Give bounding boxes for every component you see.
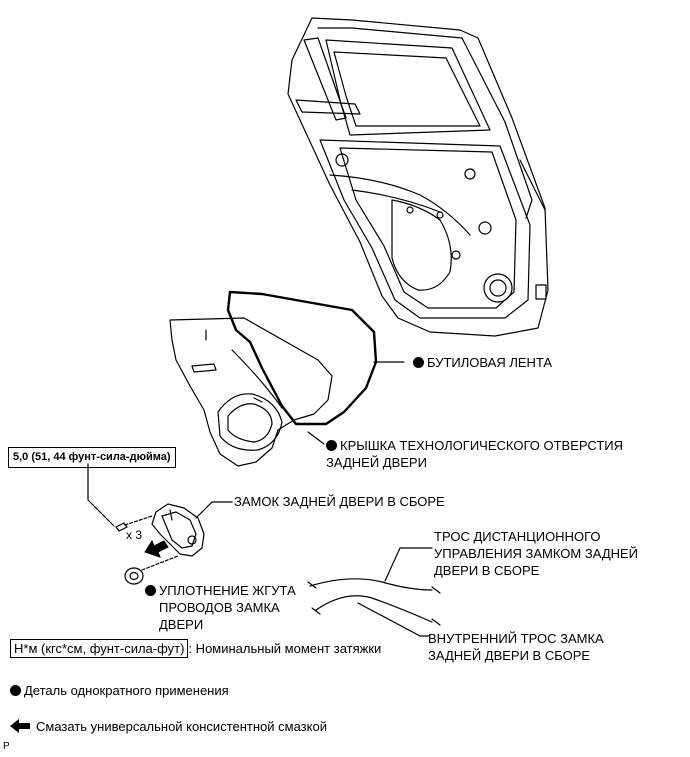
legend-grease-arrow-icon xyxy=(10,719,30,733)
door-lock-assembly xyxy=(151,503,205,557)
rear-door-panel xyxy=(287,17,549,337)
non-reusable-dot-icon xyxy=(326,440,337,451)
torque-spec-box: 5,0 (51, 44 фунт-сила-дюйма) xyxy=(8,447,176,468)
inside-lock-cable xyxy=(315,595,433,623)
screw-icon xyxy=(115,515,153,532)
legend-grease: Смазать универсальной консистентной смаз… xyxy=(36,719,327,734)
non-reusable-dot-icon xyxy=(145,585,156,596)
non-reusable-dot-icon xyxy=(413,357,424,368)
label-butyl-tape: БУТИЛОВАЯ ЛЕНТА xyxy=(413,354,552,371)
screw-count: x 3 xyxy=(126,528,143,542)
service-hole-cover xyxy=(169,317,333,467)
label-service-hole-cover: КРЫШКА ТЕХНОЛОГИЧЕСКОГО ОТВЕРСТИЯ ЗАДНЕЙ… xyxy=(326,438,624,470)
legend-torque-unit-box: Н*м (кгс*см, фунт-сила-фут) xyxy=(10,639,189,658)
remote-control-cable xyxy=(309,578,433,591)
label-inside-lock-cable: ВНУТРЕННИЙ ТРОС ЗАМКА ЗАДНЕЙ ДВЕРИ В СБО… xyxy=(428,631,604,663)
label-remote-control-cable: ТРОС ДИСТАНЦИОННОГО УПРАВЛЕНИЯ ЗАМКОМ ЗА… xyxy=(434,529,639,578)
corner-mark: P xyxy=(3,741,10,752)
label-door-lock-assy: ЗАМОК ЗАДНЕЙ ДВЕРИ В СБОРЕ xyxy=(234,494,445,509)
grease-arrow-icon xyxy=(144,539,169,558)
legend-torque: Н*м (кгс*см, фунт-сила-фут): Номинальный… xyxy=(10,639,381,658)
butyl-tape xyxy=(226,290,378,426)
wire-harness-grommet xyxy=(124,555,179,585)
non-reusable-dot-icon xyxy=(10,685,21,696)
label-wire-grommet: УПЛОТНЕНИЕ ЖГУТА ПРОВОДОВ ЗАМКА ДВЕРИ xyxy=(145,582,296,633)
legend-non-reusable: Деталь однократного применения xyxy=(10,682,229,699)
